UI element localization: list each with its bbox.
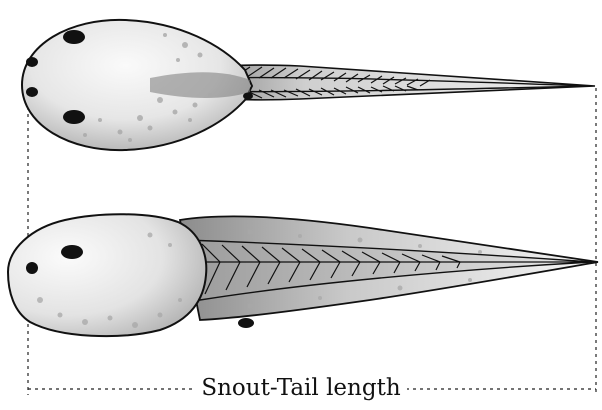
lateral-eye [61,245,83,259]
lateral-vent [238,318,254,328]
dorsal-spiracle [243,93,253,100]
lateral-nostril [26,262,38,274]
tadpole-lateral-icon [8,214,598,336]
dorsal-left-eye [63,30,85,44]
tadpole-dorsal-icon [22,20,595,150]
dorsal-body-shade [150,72,250,98]
dorsal-nostril-2 [26,87,38,97]
dorsal-right-eye [63,110,85,124]
lateral-body [8,214,206,336]
dorsal-nostril-1 [26,57,38,67]
